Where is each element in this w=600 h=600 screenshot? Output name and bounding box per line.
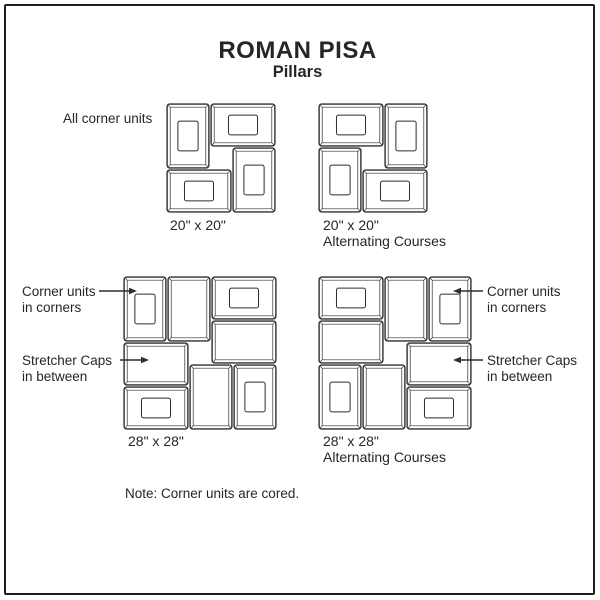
pillar-block <box>362 364 406 430</box>
caption-line: 20" x 20" <box>323 217 379 233</box>
label-all-corner-units: All corner units <box>63 111 153 126</box>
label-line: Corner units <box>487 284 561 299</box>
core-hole <box>335 287 367 309</box>
pillar-diagram-bl <box>123 276 277 430</box>
core-hole <box>329 381 351 413</box>
pillar-block <box>318 103 384 147</box>
pillar-diagram-tl <box>166 103 276 213</box>
pillar-diagram-svg <box>318 276 472 430</box>
core-hole <box>244 381 266 413</box>
caption-20x20-alternating: 20" x 20" Alternating Courses <box>323 217 446 249</box>
caption-line: Alternating Courses <box>323 233 446 249</box>
pillar-block <box>211 276 277 320</box>
pillar-block <box>189 364 233 430</box>
pillar-block <box>232 147 276 213</box>
core-hole <box>228 287 260 309</box>
label-line: in between <box>487 368 553 384</box>
core-hole <box>227 114 259 136</box>
pillar-block <box>318 276 384 320</box>
caption-28x28: 28" x 28" <box>128 433 184 449</box>
pillar-diagram-svg <box>166 103 276 213</box>
core-hole <box>243 164 265 196</box>
caption-line: 20" x 20" <box>170 217 226 233</box>
caption-line: 28" x 28" <box>323 433 379 449</box>
pillar-diagram-svg <box>318 103 428 213</box>
pillar-block <box>318 364 362 430</box>
pillar-block <box>384 276 428 342</box>
pillar-block <box>406 386 472 430</box>
page-subtitle: Pillars <box>272 63 323 81</box>
pillar-diagram-tr <box>318 103 428 213</box>
label-line: Corner units <box>22 284 96 299</box>
caption-line: 28" x 28" <box>128 433 184 449</box>
label-line: in corners <box>22 299 82 315</box>
pillar-diagram-svg <box>123 276 277 430</box>
core-hole <box>177 120 199 152</box>
core-hole <box>140 397 172 419</box>
core-hole <box>329 164 351 196</box>
pillar-block <box>123 342 189 386</box>
label-corner-units-left: Corner units in corners <box>22 284 96 315</box>
pillar-block <box>362 169 428 213</box>
pillar-block <box>123 386 189 430</box>
pillar-block <box>318 320 384 364</box>
core-hole <box>423 397 455 419</box>
pillar-block <box>166 103 210 169</box>
label-line: Stretcher Caps <box>22 353 113 368</box>
core-hole <box>134 293 156 325</box>
core-hole <box>395 120 417 152</box>
pillar-block <box>428 276 472 342</box>
pillar-block <box>210 103 276 147</box>
footnote: Note: Corner units are cored. <box>125 486 300 501</box>
caption-line: Alternating Courses <box>323 449 446 465</box>
pillar-block <box>211 320 277 364</box>
label-line: in corners <box>487 299 547 315</box>
pillar-block <box>406 342 472 386</box>
core-hole <box>335 114 367 136</box>
pillar-block <box>233 364 277 430</box>
caption-28x28-alternating: 28" x 28" Alternating Courses <box>323 433 446 465</box>
core-hole <box>183 180 215 202</box>
pillar-block <box>384 103 428 169</box>
pillar-block <box>123 276 167 342</box>
label-stretcher-caps-left: Stretcher Caps in between <box>22 353 112 384</box>
pillar-block <box>167 276 211 342</box>
core-hole <box>379 180 411 202</box>
page-title: ROMAN PISA <box>218 37 377 64</box>
label-stretcher-caps-right: Stretcher Caps in between <box>487 353 577 384</box>
label-line: Stretcher Caps <box>487 353 578 368</box>
label-line: in between <box>22 368 88 384</box>
core-hole <box>439 293 461 325</box>
pillar-diagram-br <box>318 276 472 430</box>
caption-20x20: 20" x 20" <box>170 217 226 233</box>
pillar-block <box>166 169 232 213</box>
label-corner-units-right: Corner units in corners <box>487 284 561 315</box>
pillar-block <box>318 147 362 213</box>
